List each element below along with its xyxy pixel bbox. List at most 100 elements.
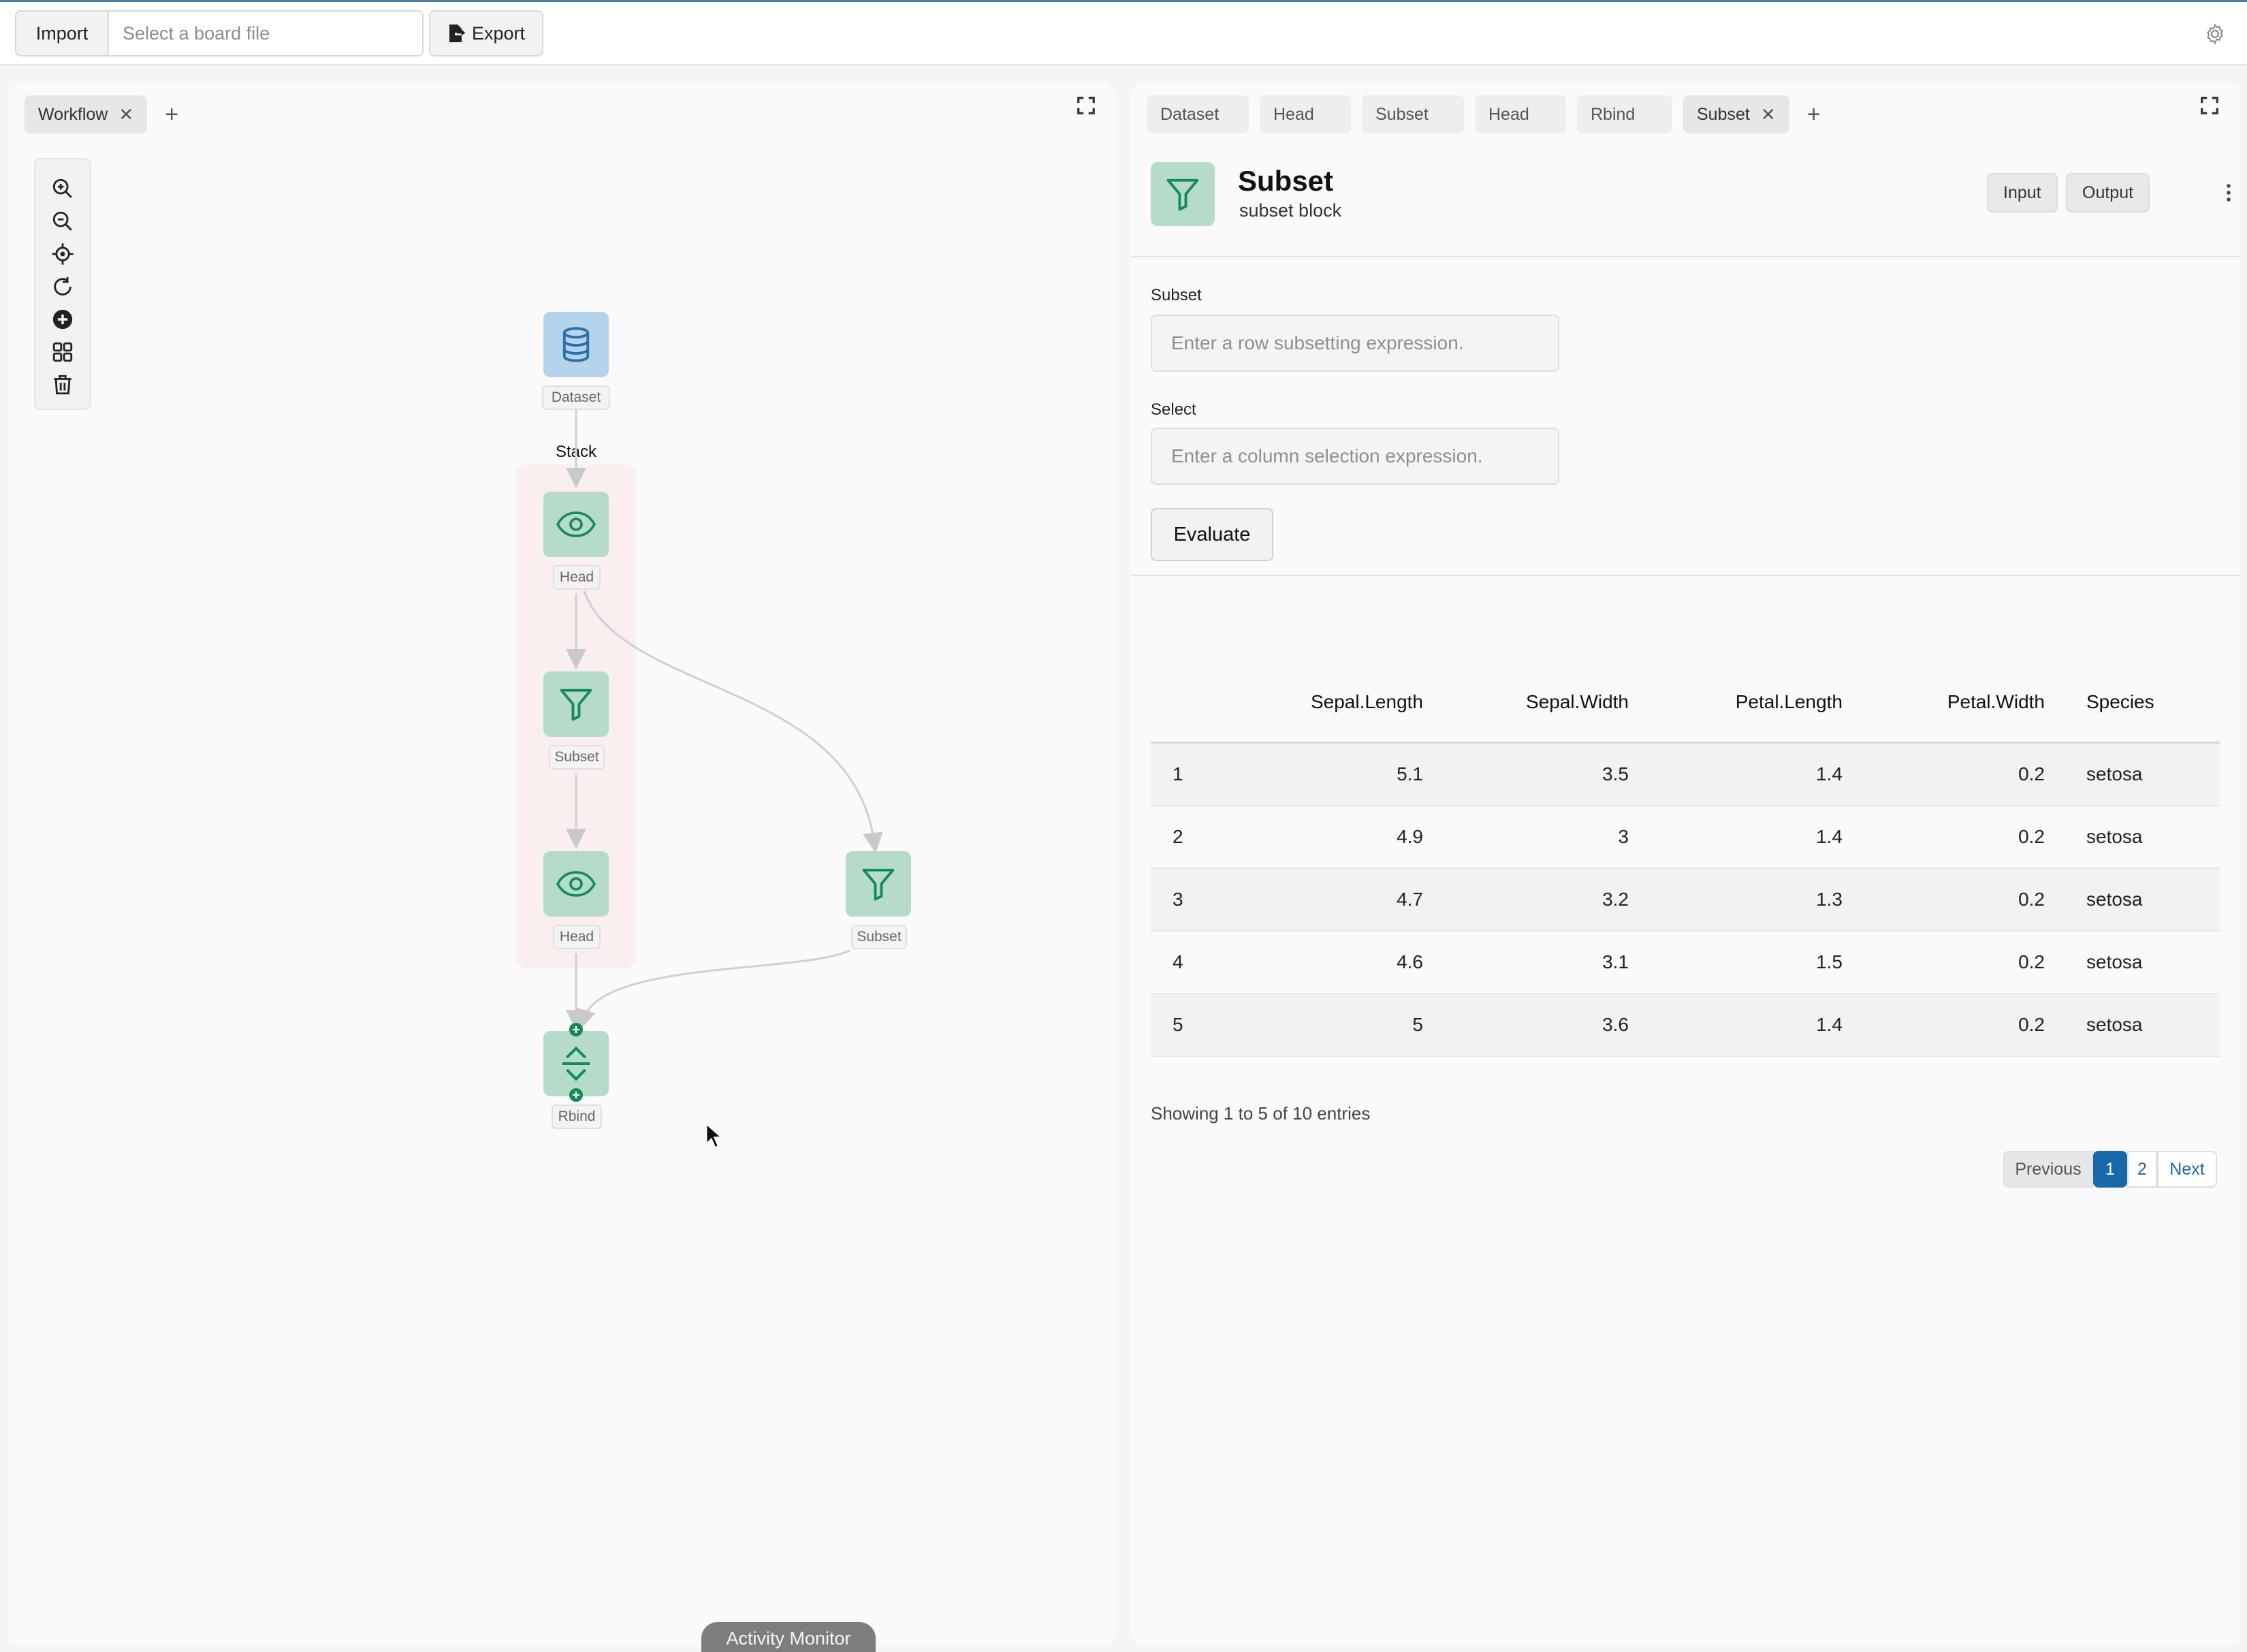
zoom-in-icon[interactable] (51, 177, 74, 200)
node-head-2[interactable] (543, 851, 609, 917)
rbind-icon (562, 1046, 590, 1081)
table-cell: 0.2 (2018, 826, 2045, 847)
activity-monitor-button[interactable]: Activity Monitor (701, 1622, 876, 1652)
output-button[interactable]: Output (2066, 173, 2150, 212)
table-cell: 2 (1173, 826, 1183, 847)
table-cell: 3.5 (1602, 763, 1629, 784)
eye-icon (556, 871, 596, 897)
workflow-panel: Workflow ✕ + Stack (8, 82, 1117, 1652)
table-header: Sepal.Length Sepal.Width Petal.Length Pe… (1151, 662, 2220, 744)
input-handle-icon[interactable] (568, 1021, 584, 1038)
tab-label: Rbind (1591, 104, 1636, 124)
table-cell: setosa (2086, 889, 2143, 910)
data-table: Sepal.Length Sepal.Width Petal.Length Pe… (1151, 662, 2220, 1057)
select-label: Select (1151, 400, 1196, 419)
node-head-1[interactable] (543, 492, 609, 557)
gear-icon[interactable] (2203, 22, 2227, 46)
table-cell: 3 (1173, 889, 1183, 910)
fullscreen-icon[interactable] (1076, 95, 1096, 116)
table-row: 4 4.6 3.1 1.5 0.2 setosa (1151, 932, 2220, 994)
column-header[interactable]: Sepal.Width (1526, 690, 1629, 712)
add-block-icon[interactable] (51, 308, 74, 331)
table-cell: 0.2 (2018, 951, 2045, 972)
more-options-icon[interactable] (2225, 182, 2233, 203)
export-button[interactable]: Export (429, 10, 543, 57)
table-cell: setosa (2086, 826, 2143, 847)
table-info: Showing 1 to 5 of 10 entries (1151, 1103, 1371, 1124)
block-panel: Dataset Head Subset Head Rbind Subset ✕ … (1130, 82, 2240, 1647)
input-button[interactable]: Input (1987, 173, 2058, 212)
evaluate-button[interactable]: Evaluate (1151, 508, 1273, 561)
node-label-subset-2: Subset (851, 925, 907, 949)
refresh-icon[interactable] (51, 275, 74, 298)
output-handle-icon[interactable] (568, 1087, 584, 1103)
table-cell: 0.2 (2018, 889, 2045, 910)
column-header[interactable]: Petal.Width (1947, 690, 2045, 712)
import-button[interactable]: Import (16, 12, 109, 55)
eye-icon (556, 511, 596, 537)
block-subtitle: subset block (1239, 200, 1342, 221)
close-icon[interactable]: ✕ (1760, 104, 1776, 125)
node-dataset[interactable] (543, 312, 609, 377)
add-tab-button[interactable]: + (165, 101, 179, 127)
table-row: 5 5 3.6 1.4 0.2 setosa (1151, 994, 2220, 1057)
zoom-out-icon[interactable] (51, 210, 74, 233)
column-header[interactable]: Petal.Length (1735, 690, 1843, 712)
add-tab-button[interactable]: + (1806, 101, 1821, 127)
database-icon (562, 327, 590, 362)
tab-subset-active[interactable]: Subset ✕ (1683, 95, 1789, 133)
block-icon (1151, 162, 1215, 226)
table-cell: setosa (2086, 951, 2143, 972)
fullscreen-icon[interactable] (2199, 95, 2220, 116)
close-icon[interactable]: ✕ (118, 104, 134, 125)
table-cell: 4.9 (1397, 826, 1423, 847)
subset-input[interactable]: Enter a row subsetting expression. (1151, 315, 1559, 372)
node-label-head-2: Head (553, 925, 601, 949)
table-cell: 3.2 (1602, 889, 1629, 910)
tab-workflow[interactable]: Workflow ✕ (25, 95, 148, 133)
edge-head-subset2 (583, 590, 883, 853)
workflow-tabbar: Workflow ✕ + (25, 94, 185, 135)
tab-dataset[interactable]: Dataset (1147, 95, 1249, 133)
mouse-cursor-icon (705, 1122, 723, 1149)
file-export-icon (449, 25, 466, 42)
tab-head[interactable]: Head (1260, 95, 1351, 133)
table-cell: 3 (1618, 826, 1629, 847)
page-2-button[interactable]: 2 (2127, 1151, 2157, 1188)
node-label-dataset: Dataset (542, 385, 610, 410)
table-cell: 3.6 (1602, 1014, 1629, 1035)
node-subset-1[interactable] (543, 671, 609, 737)
column-header[interactable]: Sepal.Length (1310, 690, 1423, 712)
table-cell: 1.4 (1816, 826, 1843, 847)
table-cell: 4.6 (1397, 951, 1423, 972)
tab-label: Workflow (38, 104, 108, 124)
table-cell: setosa (2086, 763, 2143, 784)
board-file-input[interactable]: Select a board file (109, 12, 422, 55)
tab-head-2[interactable]: Head (1475, 95, 1566, 133)
table-cell: 5.1 (1397, 763, 1423, 784)
table-cell: 1 (1173, 763, 1183, 784)
trash-icon[interactable] (51, 373, 74, 396)
table-cell: 4.7 (1397, 889, 1423, 910)
filter-icon (1166, 178, 1199, 211)
table-cell: 1.5 (1816, 951, 1843, 972)
table-cell: setosa (2086, 1014, 2143, 1035)
top-bar: Import Select a board file Export (0, 0, 2247, 65)
graph-edges (566, 403, 883, 1030)
subset-label: Subset (1151, 286, 1202, 304)
column-header[interactable]: Species (2086, 690, 2154, 712)
previous-page-button[interactable]: Previous (2003, 1151, 2093, 1188)
page-1-button[interactable]: 1 (2093, 1151, 2127, 1188)
center-view-icon[interactable] (51, 242, 74, 266)
divider (1130, 575, 2240, 576)
tab-subset[interactable]: Subset (1362, 95, 1464, 133)
layout-grid-icon[interactable] (51, 340, 74, 364)
tab-rbind[interactable]: Rbind (1577, 95, 1672, 133)
next-page-button[interactable]: Next (2157, 1151, 2217, 1188)
node-subset-2[interactable] (846, 851, 911, 917)
table-cell: 0.2 (2018, 1014, 2045, 1035)
node-rbind[interactable] (543, 1031, 609, 1096)
select-input[interactable]: Enter a column selection expression. (1151, 428, 1559, 485)
block-header: Subset subset block Input Output (1151, 162, 2231, 257)
divider (1130, 256, 2240, 257)
